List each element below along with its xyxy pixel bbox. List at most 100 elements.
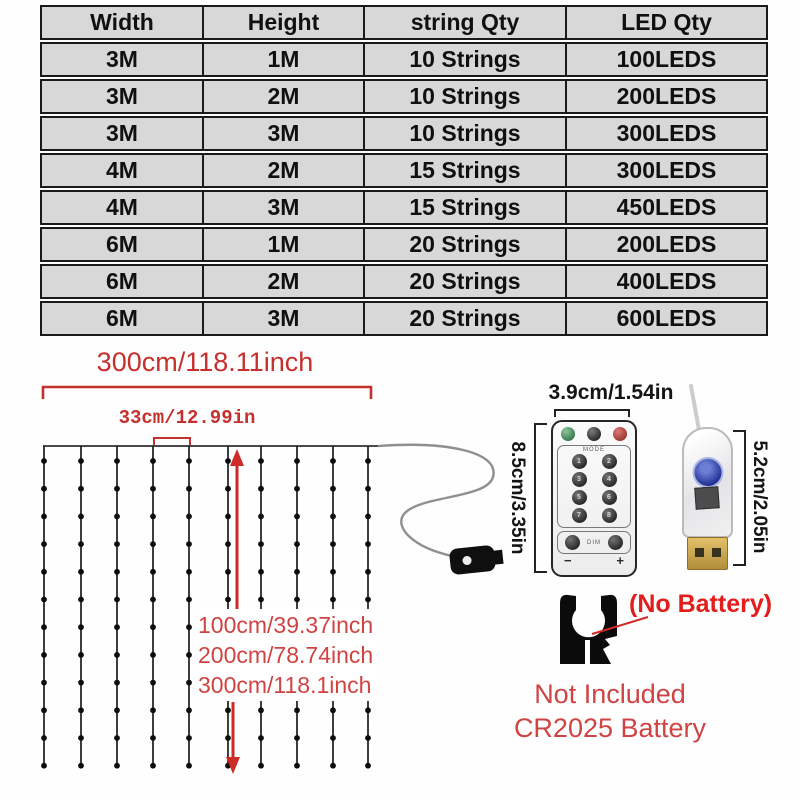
led-dot (114, 735, 120, 741)
led-dot (78, 568, 84, 575)
battery-note-line2: CR2025 Battery (513, 713, 707, 743)
table-cell: 20 Strings (363, 264, 565, 299)
remote-button-5: 5 (571, 490, 587, 505)
battery-clip-icon (560, 594, 617, 664)
remote-button-4: 4 (601, 472, 617, 487)
down-arrow-icon (226, 702, 240, 774)
led-dot (150, 485, 156, 492)
curtain-diagram (41, 384, 746, 774)
led-dot (330, 762, 336, 769)
led-dot (225, 513, 231, 520)
table-cell: 300LEDS (565, 116, 768, 151)
dim-label: DIM (587, 539, 601, 546)
led-dot (186, 485, 192, 492)
led-dot (41, 568, 47, 575)
plus-label: + (616, 553, 624, 568)
table-cell: 1M (202, 42, 363, 77)
table-cell: 450LEDS (565, 190, 768, 225)
led-dot (186, 568, 192, 575)
led-dot (330, 541, 336, 547)
led-dot (294, 762, 300, 769)
table-cell: 3M (40, 116, 202, 151)
usb-body (682, 427, 733, 538)
mode-label: MODE (583, 447, 605, 453)
column-header-2: Height (202, 5, 363, 40)
led-dot (150, 568, 156, 575)
remote-button-1: 1 (571, 454, 587, 469)
led-dot (225, 458, 231, 464)
width-bracket (41, 385, 373, 399)
led-dot (330, 513, 336, 520)
led-dot (41, 762, 47, 769)
curtain-height-labels: 100cm/39.37inch 200cm/78.74inch 300cm/11… (196, 609, 378, 701)
table-cell: 2M (202, 264, 363, 299)
led-dot (150, 652, 156, 658)
led-dot (78, 762, 84, 769)
height-label-100: 100cm/39.37inch (198, 612, 374, 638)
led-dot (114, 568, 120, 575)
spacing-bracket (153, 437, 191, 446)
led-dot (294, 596, 300, 603)
up-arrow-icon (230, 449, 244, 612)
remote-dim-panel: DIM (557, 531, 631, 554)
led-dot (150, 513, 156, 520)
table-cell: 10 Strings (363, 116, 565, 151)
usb-height-bracket (733, 430, 746, 566)
table-cell: 3M (202, 116, 363, 151)
battery-note: Not Included CR2025 Battery (494, 677, 726, 745)
usb-plug-hole (694, 548, 704, 557)
led-dot (365, 762, 371, 769)
led-dot (186, 458, 192, 464)
led-dot (330, 568, 336, 575)
height-label-300: 300cm/118.1inch (198, 672, 372, 698)
led-dot (186, 679, 192, 686)
remote-button-3: 3 (571, 472, 587, 487)
led-dot (258, 735, 264, 741)
led-dot (78, 707, 84, 714)
no-battery-label: (No Battery) (629, 590, 773, 618)
table-cell: 400LEDS (565, 264, 768, 299)
led-dot (78, 624, 84, 631)
led-dot (150, 707, 156, 714)
led-dot (150, 596, 156, 603)
table-cell: 3M (40, 79, 202, 114)
led-dot (41, 485, 47, 492)
led-dot (258, 568, 264, 575)
led-dot (150, 458, 156, 464)
led-dot (78, 735, 84, 741)
led-dot (41, 707, 47, 714)
remote-dim-up-button (608, 535, 623, 550)
table-cell: 3M (40, 42, 202, 77)
led-dot (41, 513, 47, 520)
led-dot (114, 679, 120, 686)
led-dot (365, 513, 371, 520)
led-dot (150, 541, 156, 547)
led-dot (294, 458, 300, 464)
string-spacing-label: 33cm/12.99in (118, 407, 256, 429)
curtain-width-label: 300cm/118.11inch (96, 347, 314, 377)
remote-black-button (587, 427, 601, 441)
led-dot (258, 707, 264, 714)
led-dot (186, 735, 192, 741)
table-cell: 6M (40, 301, 202, 336)
led-dot (225, 707, 231, 714)
led-dot (186, 541, 192, 547)
power-cable (377, 443, 495, 558)
usb-chip (694, 486, 720, 510)
table-cell: 15 Strings (363, 190, 565, 225)
led-dot (114, 513, 120, 520)
led-dot (150, 679, 156, 686)
led-dot (114, 624, 120, 631)
led-dot (294, 707, 300, 714)
led-dot (41, 652, 47, 658)
inline-connector (449, 545, 504, 575)
led-dot (114, 541, 120, 547)
